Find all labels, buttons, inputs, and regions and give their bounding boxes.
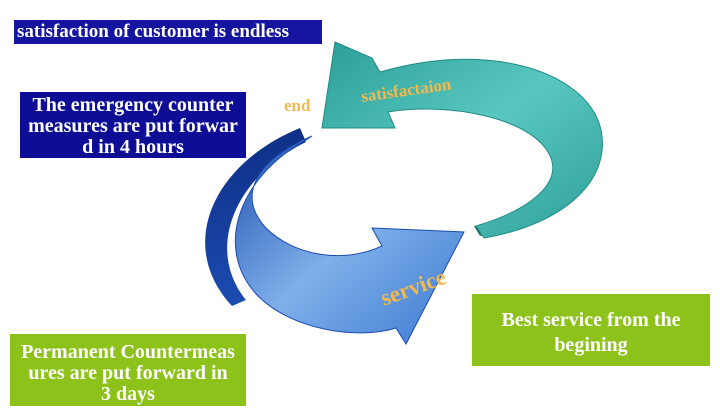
emergency-line: measures are put forwar xyxy=(28,115,238,137)
service-arrow xyxy=(234,135,465,346)
permanent-line: ures are put forward in xyxy=(28,362,228,384)
satisfaction-arrow xyxy=(321,41,603,239)
arrow-label-end: end xyxy=(284,96,311,115)
permanent-countermeasure-box: Permanent Countermeas ures are put forwa… xyxy=(10,334,246,406)
emergency-countermeasure-box: The emergency counter measures are put f… xyxy=(20,92,246,158)
emergency-line: d in 4 hours xyxy=(82,136,184,158)
permanent-line: Permanent Countermeas xyxy=(21,341,235,363)
emergency-line: The emergency counter xyxy=(32,94,234,116)
best-service-line: Best service from the xyxy=(501,309,681,331)
permanent-line: 3 days xyxy=(101,383,155,405)
best-service-line: begining xyxy=(554,334,628,356)
best-service-box: Best service from the begining xyxy=(472,294,710,366)
title-banner: satisfaction of customer is endless xyxy=(14,20,322,44)
